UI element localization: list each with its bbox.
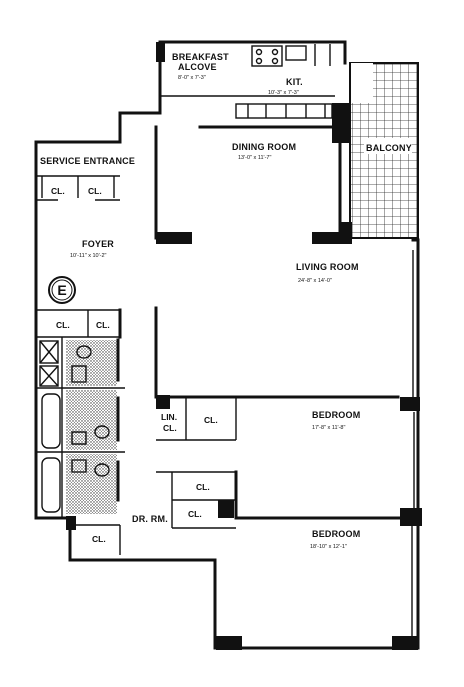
balcony [349,62,419,239]
bedroom-1-dim: 17'-8" x 11'-8" [312,425,345,431]
bath-floor-3 [66,454,117,514]
closet-label: CL. [188,509,202,519]
linen-closet-label-1: LIN. [161,412,177,422]
closet-label: CL. [88,186,102,196]
dressing-room-label: DR. RM. [132,514,168,524]
kitchen-dim: 10'-3" x 7'-3" [268,90,299,96]
closet-label: CL. [204,415,218,425]
breakfast-alcove-label-2: ALCOVE [178,62,217,72]
bath-floor-2 [66,390,117,450]
service-entrance-label: SERVICE ENTRANCE [40,156,135,166]
interior-walls [36,44,402,555]
linen-closet-label-2: CL. [163,423,177,433]
elevator-letter: E [57,282,66,298]
closet-label: CL. [51,186,65,196]
closet-label: CL. [92,534,106,544]
kitchen-label: KIT. [286,77,303,87]
balcony-label: BALCONY [366,143,412,153]
bath-floor-1 [66,340,117,386]
dining-room-label: DINING ROOM [232,142,296,152]
closet-label: CL. [96,320,110,330]
bedroom-2-dim: 18'-10" x 12'-1" [310,544,347,550]
elevator-symbol: E [48,276,76,304]
foyer-label: FOYER [82,239,114,249]
living-room-label: LIVING ROOM [296,262,359,272]
foyer-dim: 10'-11" x 10'-2" [70,253,107,259]
bedroom-1-label: BEDROOM [312,410,360,420]
structural-piers [66,42,422,650]
breakfast-alcove-label-1: BREAKFAST [172,52,229,62]
closet-label: CL. [56,320,70,330]
bedroom-2-label: BEDROOM [312,529,360,539]
dining-room-dim: 13'-0" x 11'-7" [238,155,271,161]
exterior-walls [34,40,420,650]
living-room-dim: 24'-8" x 14'-0" [298,278,332,284]
closet-label: CL. [196,482,210,492]
breakfast-alcove-dim: 8'-0" x 7'-3" [178,75,206,81]
